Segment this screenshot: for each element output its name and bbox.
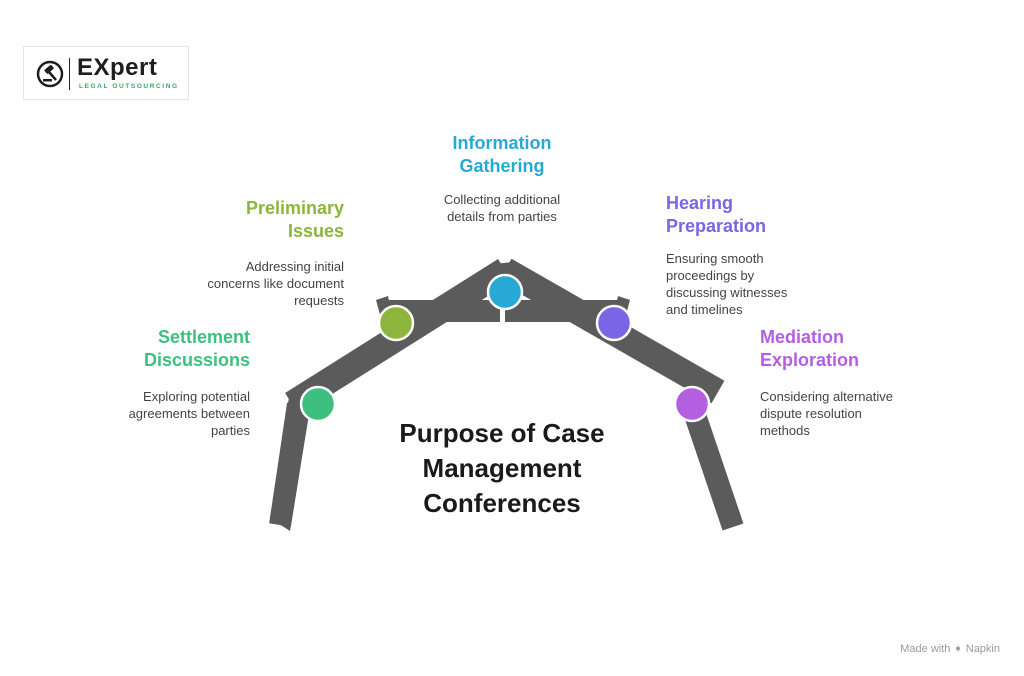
- footer-credit: Made with ➧ Napkin: [900, 642, 1000, 655]
- step-desc-line: parties: [210, 423, 250, 438]
- step-title-line: Gathering: [459, 156, 545, 176]
- diagram-title: Purpose of Case Management Conferences: [372, 416, 632, 521]
- step-title-settlement: Settlement Discussions: [90, 326, 250, 372]
- footer-brand: Napkin: [965, 643, 1000, 655]
- napkin-icon: ➧: [953, 643, 963, 655]
- step-title-line: Exploration: [760, 350, 860, 370]
- company-logo: EXpert LEGAL OUTSOURCING: [23, 46, 189, 100]
- step-node-mediation: [673, 385, 711, 423]
- step-desc-line: Addressing initial: [245, 259, 344, 274]
- step-title-line: Settlement: [157, 327, 250, 347]
- step-desc-line: and timelines: [666, 302, 743, 317]
- step-desc-line: Exploring potential: [143, 389, 250, 404]
- step-title-line: Preliminary: [245, 198, 344, 218]
- step-desc-line: discussing witnesses: [666, 285, 788, 300]
- step-title-mediation: Mediation Exploration: [760, 326, 920, 372]
- step-desc-mediation: Considering alternative dispute resoluti…: [760, 388, 935, 439]
- step-desc-line: methods: [760, 423, 810, 438]
- step-title-line: Issues: [287, 221, 344, 241]
- step-desc-line: Ensuring smooth: [666, 251, 764, 266]
- step-node-preliminary: [377, 304, 415, 342]
- left-leg-line: [269, 396, 311, 527]
- step-title-hearing: Hearing Preparation: [666, 192, 826, 238]
- logo-name: EXpert: [77, 54, 158, 81]
- footer-made-with: Made with: [900, 643, 951, 655]
- step-title-line: Hearing: [666, 193, 734, 213]
- step-title-line: Mediation: [760, 327, 844, 347]
- logo-subtitle: LEGAL OUTSOURCING: [79, 83, 179, 90]
- step-desc-line: Collecting additional: [443, 192, 561, 207]
- diagram-title-line: Management: [422, 453, 582, 483]
- diagram-title-line: Conferences: [423, 488, 581, 518]
- step-title-line: Discussions: [143, 350, 250, 370]
- step-desc-line: requests: [294, 293, 344, 308]
- step-desc-line: agreements between: [128, 406, 250, 421]
- step-title-preliminary: Preliminary Issues: [184, 197, 344, 243]
- step-desc-hearing: Ensuring smooth proceedings by discussin…: [666, 250, 836, 318]
- step-desc-line: concerns like document: [207, 276, 344, 291]
- step-desc-preliminary: Addressing initial concerns like documen…: [164, 258, 344, 309]
- step-title-line: Preparation: [666, 216, 767, 236]
- step-desc-line: Considering alternative: [760, 389, 893, 404]
- step-node-hearing: [595, 304, 633, 342]
- step-desc-line: proceedings by: [666, 268, 755, 283]
- step-desc-information: Collecting additional details from parti…: [412, 191, 592, 225]
- logo-divider: [69, 58, 70, 90]
- step-node-settlement: [299, 385, 337, 423]
- gavel-icon: [36, 60, 64, 88]
- step-title-information: Information Gathering: [422, 132, 582, 178]
- step-title-line: Information: [452, 133, 552, 153]
- step-desc-line: dispute resolution: [760, 406, 862, 421]
- step-desc-settlement: Exploring potential agreements between p…: [80, 388, 250, 439]
- diagram-title-line: Purpose of Case: [399, 418, 605, 448]
- step-desc-line: details from parties: [447, 209, 557, 224]
- peak-cap: [490, 262, 518, 278]
- step-node-information: [486, 273, 524, 311]
